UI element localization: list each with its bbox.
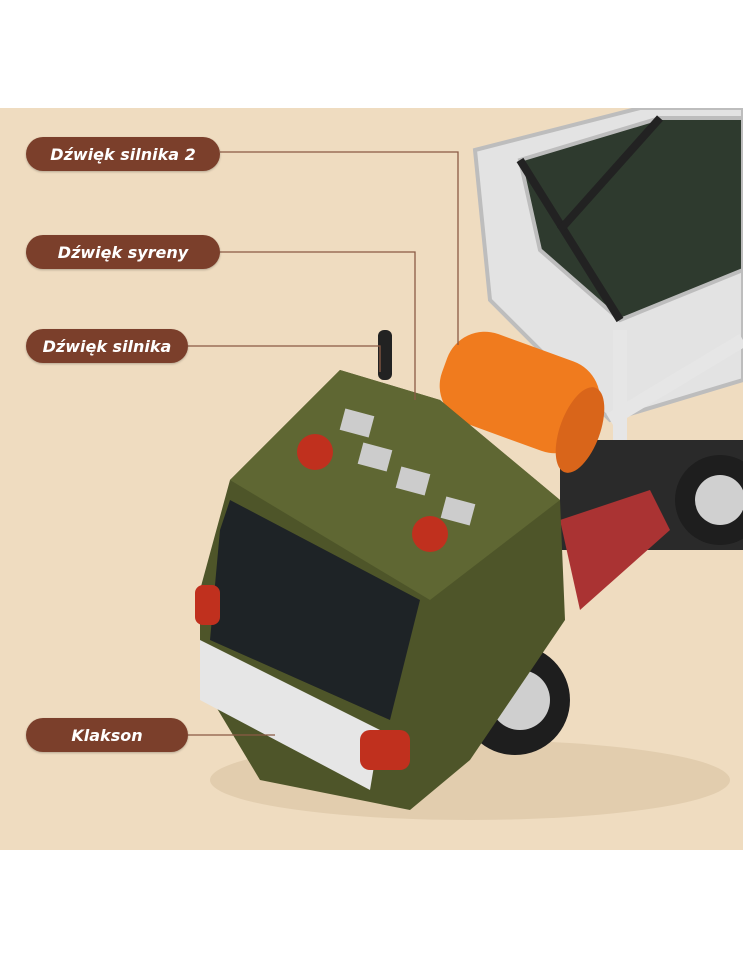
leader-lines [188,151,459,736]
siren-light [412,516,448,552]
truck-cab [195,330,565,810]
product-photo [0,108,743,850]
exhaust-pipe [378,330,392,380]
toy-truck-illustration [188,108,743,820]
rear-step [560,490,670,610]
headlight [360,730,410,770]
orange-tank [439,331,605,473]
label-horn: Klakson [26,718,188,752]
windshield [210,500,420,720]
label-siren-sound: Dźwięk syreny [26,235,220,269]
ladder-frame [472,108,743,480]
siren-light [297,434,333,470]
label-engine-sound: Dźwięk silnika [26,329,188,363]
label-engine-sound-2: Dźwięk silnika 2 [26,137,220,171]
front-grille [200,640,380,790]
